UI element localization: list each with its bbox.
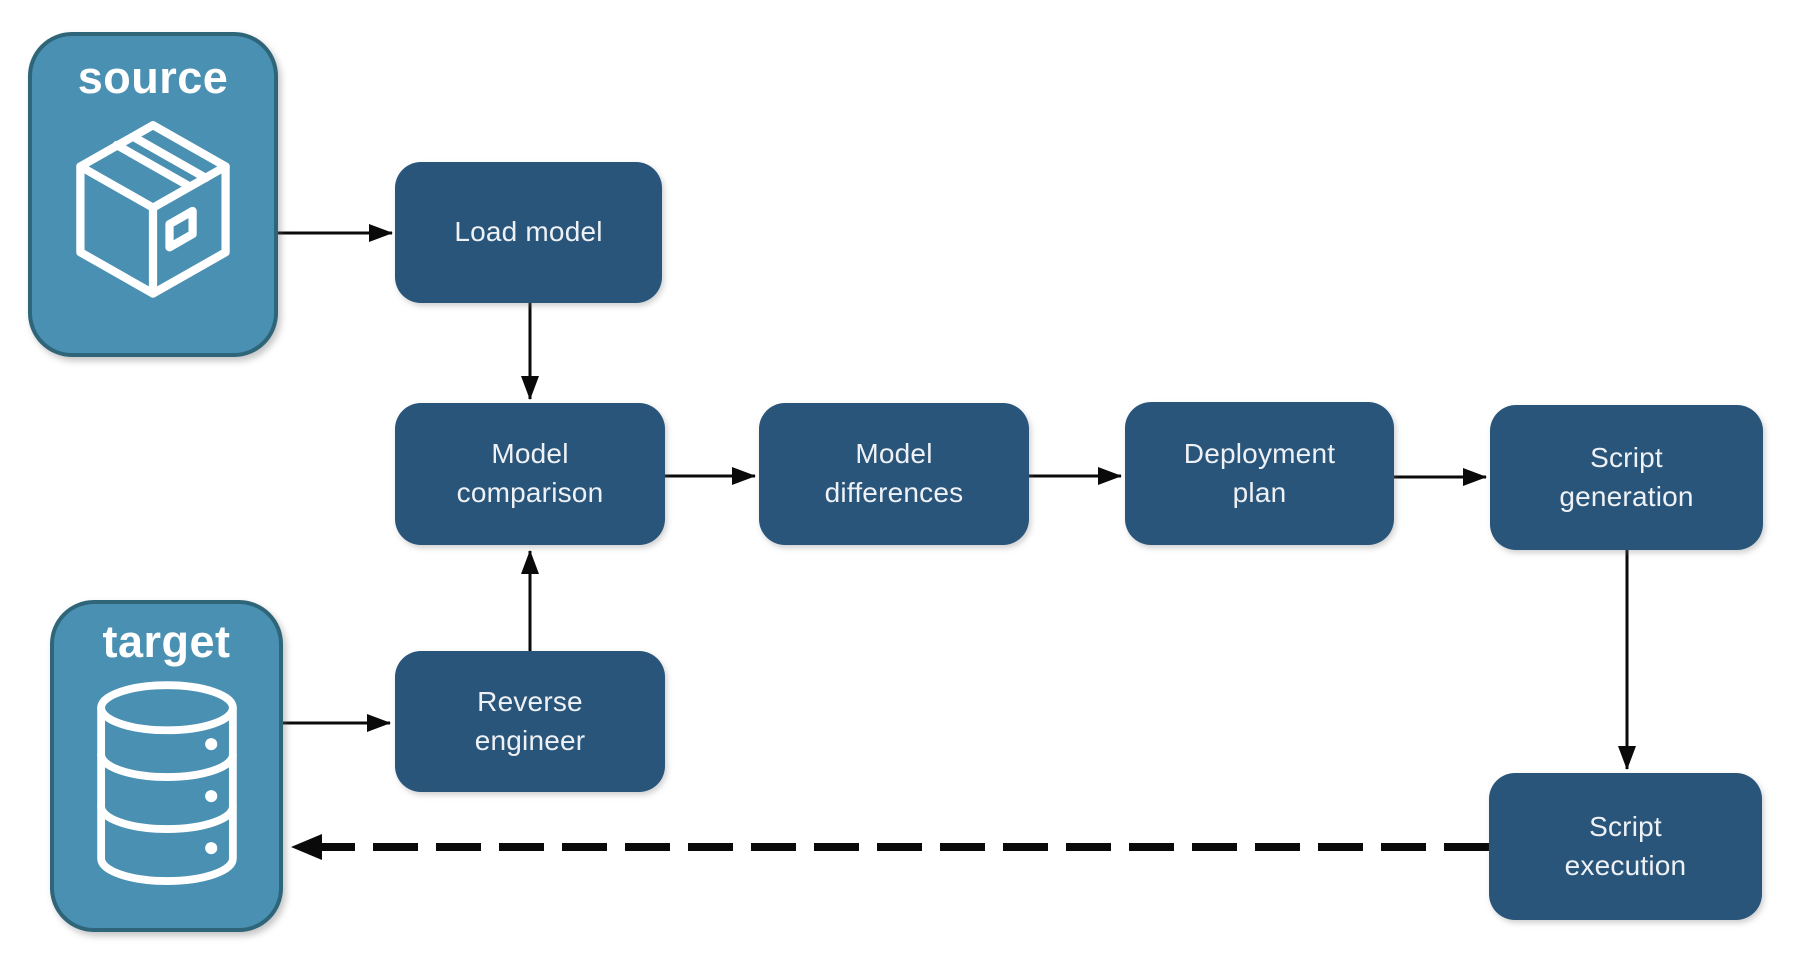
step-label: Script generation [1559, 441, 1694, 512]
source-node: source [28, 32, 278, 357]
step-label: Reverse engineer [474, 685, 586, 756]
step-load-model: Load model [395, 162, 662, 303]
step-deployment-plan: Deployment plan [1125, 402, 1394, 545]
step-model-differences: Model differences [759, 403, 1029, 545]
target-node: target [50, 600, 283, 932]
package-icon [76, 121, 230, 298]
target-label: target [102, 616, 231, 667]
step-label: Deployment plan [1183, 437, 1336, 508]
step-script-execution: Script execution [1489, 773, 1762, 920]
step-model-comparison: Model comparison [395, 403, 665, 545]
step-label: Model comparison [456, 438, 604, 508]
database-icon [96, 681, 237, 885]
source-label: source [77, 52, 229, 103]
step-label: Script execution [1564, 810, 1687, 881]
step-label: Load model [454, 216, 603, 248]
step-reverse-engineer: Reverse engineer [395, 651, 665, 792]
step-label: Model differences [824, 438, 964, 508]
step-script-generation: Script generation [1490, 405, 1763, 550]
